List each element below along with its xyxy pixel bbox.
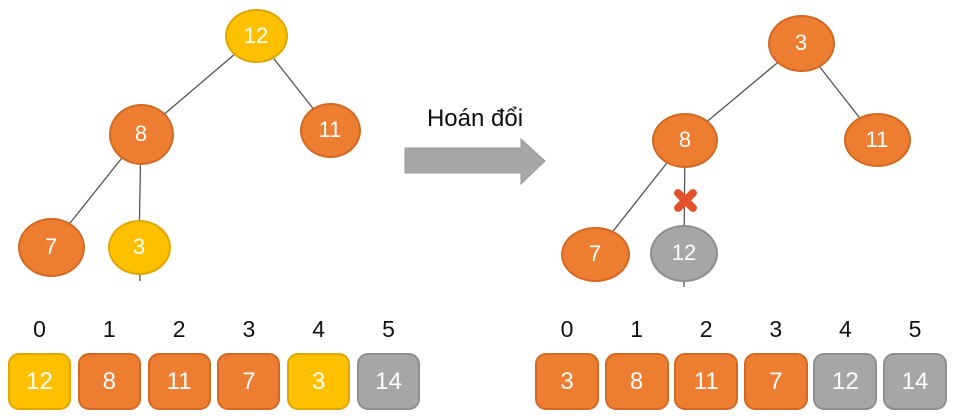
array-index-before-2: 2 bbox=[172, 316, 186, 342]
array-index-after-3: 3 bbox=[769, 316, 783, 342]
tree-node-before-7: 7 bbox=[17, 217, 85, 277]
array-index-before-3: 3 bbox=[242, 316, 256, 342]
tree-node-after-8: 8 bbox=[652, 112, 718, 168]
array-cell-before-0: 12 bbox=[8, 353, 71, 410]
array-cell-before-5: 14 bbox=[357, 353, 420, 410]
tree-node-before-3: 3 bbox=[107, 219, 171, 275]
array-index-after-4: 4 bbox=[838, 316, 852, 342]
tree-node-before-8: 8 bbox=[108, 103, 174, 165]
array-cell-before-3: 7 bbox=[217, 353, 281, 410]
array-index-after-5: 5 bbox=[908, 316, 922, 342]
tree-node-after-12: 12 bbox=[650, 224, 718, 282]
array-index-before-0: 0 bbox=[33, 316, 46, 342]
tree-node-after-3: 3 bbox=[767, 14, 835, 72]
swap-arrow-icon bbox=[404, 137, 546, 186]
array-index-before-4: 4 bbox=[312, 316, 326, 342]
array-cell-after-1: 8 bbox=[604, 353, 669, 410]
x-mark-icon bbox=[671, 186, 700, 215]
tree-node-after-7: 7 bbox=[560, 226, 630, 282]
array-cell-before-2: 11 bbox=[147, 353, 211, 410]
array-cell-after-4: 12 bbox=[813, 353, 878, 410]
array-cell-before-1: 8 bbox=[77, 353, 141, 410]
array-index-after-1: 1 bbox=[630, 316, 643, 342]
array-cell-after-2: 11 bbox=[674, 353, 739, 410]
array-index-before-1: 1 bbox=[102, 316, 116, 342]
array-cell-after-5: 14 bbox=[883, 353, 947, 410]
swap-arrow-label: Hoán đổi bbox=[426, 105, 524, 132]
array-cell-before-4: 3 bbox=[287, 353, 351, 410]
tree-node-after-11: 11 bbox=[843, 113, 911, 167]
tree-node-before-11: 11 bbox=[299, 102, 361, 158]
array-index-before-5: 5 bbox=[382, 316, 395, 342]
tree-node-before-12: 12 bbox=[224, 9, 288, 63]
array-cell-after-0: 3 bbox=[535, 353, 599, 410]
array-cell-after-3: 7 bbox=[743, 353, 808, 410]
array-index-after-2: 2 bbox=[699, 316, 713, 342]
array-index-after-0: 0 bbox=[560, 316, 574, 342]
